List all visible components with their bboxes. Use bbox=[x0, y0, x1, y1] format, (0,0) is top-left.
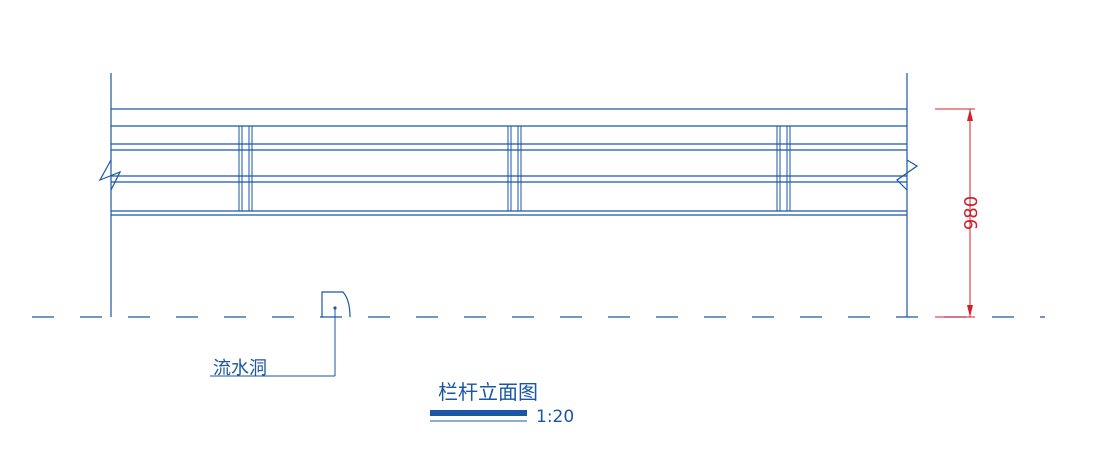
dimension-value: 980 bbox=[961, 196, 982, 230]
height-dimension bbox=[935, 108, 975, 318]
drain-label: 流水洞 bbox=[213, 358, 267, 379]
drain-hole bbox=[210, 291, 351, 377]
drawing-title: 栏杆立面图 bbox=[438, 380, 538, 404]
post-1 bbox=[238, 125, 253, 212]
left-break-mark bbox=[98, 159, 122, 191]
title-underline-thick bbox=[430, 410, 527, 416]
post-3 bbox=[776, 125, 791, 212]
right-break-mark bbox=[896, 159, 919, 191]
post-2 bbox=[507, 125, 522, 212]
drawing-scale: 1:20 bbox=[536, 407, 574, 427]
